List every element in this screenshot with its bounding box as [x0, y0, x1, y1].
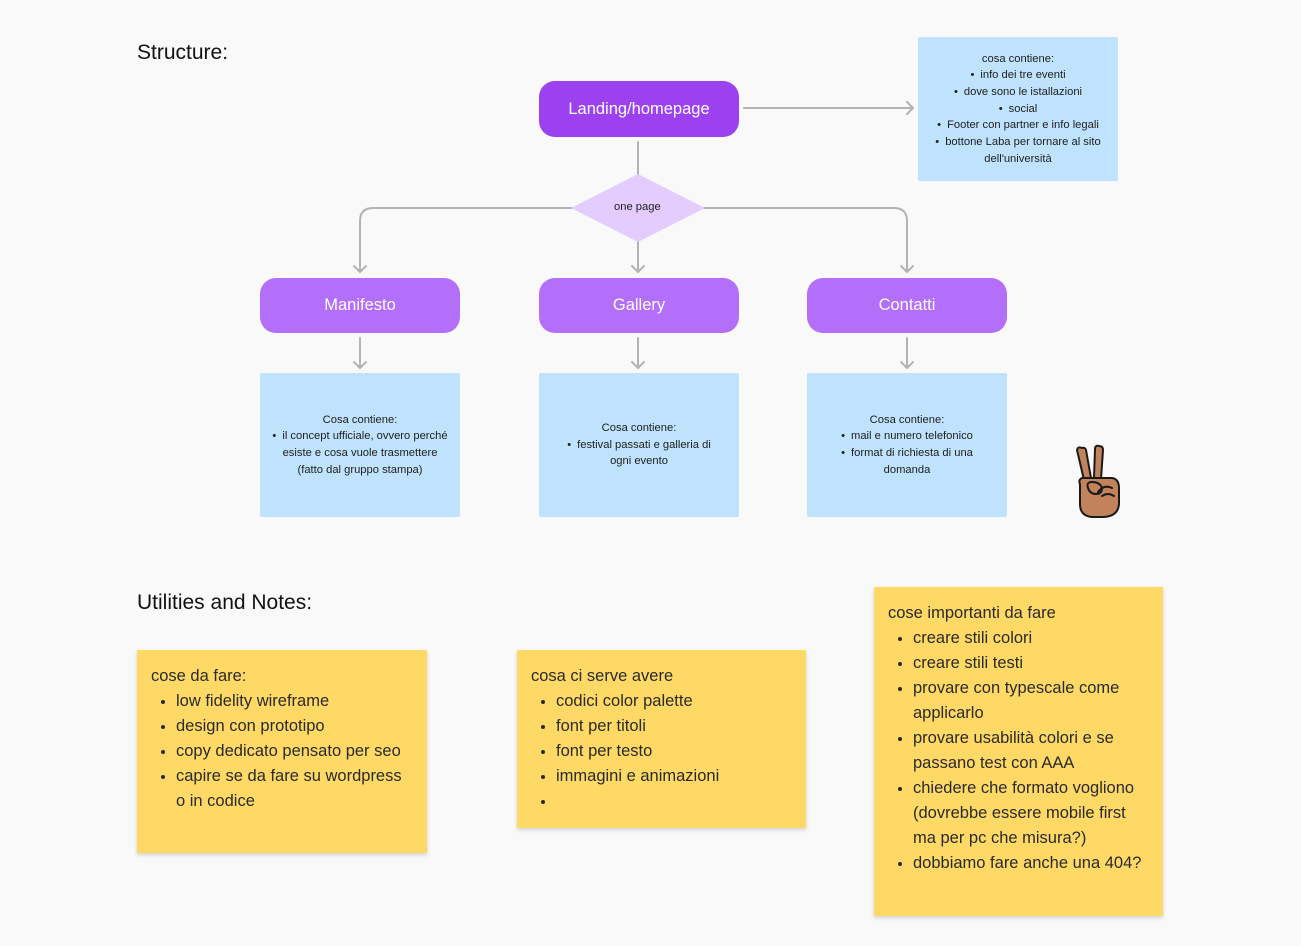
gallery-node[interactable]: Gallery	[539, 278, 739, 333]
manifesto-note-item: il concept ufficiale, ovvero perché esis…	[272, 428, 448, 478]
sticky-item: capire se da fare su wordpress o in codi…	[176, 764, 413, 814]
sticky-item: creare stili colori	[913, 626, 1149, 651]
arrowhead-contatti-note	[900, 361, 914, 369]
sticky-heading: cosa ci serve avere	[531, 667, 674, 685]
manifesto-note: Cosa contiene: il concept ufficiale, ovv…	[260, 373, 460, 517]
gallery-note-item: festival passati e galleria di ogni even…	[557, 437, 721, 470]
arrowhead-gallery-note	[631, 361, 645, 369]
contatti-note-item: mail e numero telefonico	[825, 428, 989, 445]
structure-title: Structure:	[137, 41, 229, 64]
connector-decision-to-manifesto	[359, 207, 576, 273]
sticky-item: low fidelity wireframe	[176, 689, 413, 714]
sticky-list: creare stili colori creare stili testi p…	[888, 626, 1149, 876]
sticky-item	[556, 789, 792, 814]
landing-note-list: info dei tre eventi dove sono le istalla…	[928, 67, 1108, 167]
contatti-note: Cosa contiene: mail e numero telefonico …	[807, 373, 1007, 517]
sticky-item: dobbiamo fare anche una 404?	[913, 851, 1149, 876]
sticky-item: provare usabilità colori e se passano te…	[913, 726, 1149, 776]
sticky-item: font per testo	[556, 739, 792, 764]
landing-note-item: Footer con partner e info legali	[928, 117, 1108, 134]
contatti-note-item: format di richiesta di una domanda	[825, 445, 989, 478]
arrowhead-gallery	[631, 265, 645, 273]
gallery-note: Cosa contiene: festival passati e galler…	[539, 373, 739, 517]
victory-hand-icon	[1076, 444, 1120, 518]
sticky-item: font per titoli	[556, 714, 792, 739]
arrowhead-landing-note	[906, 101, 914, 115]
landing-note-item-text: bottone Laba per tornare al sito dell'un…	[945, 136, 1101, 165]
landing-note: cosa contiene: info dei tre eventi dove …	[918, 37, 1118, 181]
contatti-note-list: mail e numero telefonico format di richi…	[825, 428, 989, 478]
connector-decision-to-contatti	[700, 207, 908, 273]
manifesto-note-list: il concept ufficiale, ovvero perché esis…	[272, 428, 448, 478]
landing-note-item: info dei tre eventi	[928, 67, 1108, 84]
decision-label: one page	[614, 201, 661, 213]
contatti-node[interactable]: Contatti	[807, 278, 1007, 333]
arrowhead-contatti	[900, 265, 914, 273]
gallery-note-heading: Cosa contiene:	[601, 421, 677, 434]
sticky-item: creare stili testi	[913, 651, 1149, 676]
sticky-note-important: cose importanti da fare creare stili col…	[874, 587, 1163, 916]
landing-note-heading: cosa contiene:	[981, 52, 1055, 65]
landing-homepage-node[interactable]: Landing/homepage	[539, 81, 739, 137]
notes-title: Utilities and Notes:	[137, 591, 313, 614]
landing-note-item: social	[928, 101, 1108, 118]
sticky-heading: cose da fare:	[151, 667, 247, 685]
sticky-list: low fidelity wireframe design con protot…	[151, 689, 413, 814]
sticky-list: codici color palette font per titoli fon…	[531, 689, 792, 814]
decision-diamond	[571, 174, 705, 242]
manifesto-node[interactable]: Manifesto	[260, 278, 460, 333]
landing-note-item: bottone Laba per tornare al sito dell'un…	[928, 134, 1108, 167]
landing-note-item: dove sono le istallazioni	[928, 84, 1108, 101]
sticky-item: immagini e animazioni	[556, 764, 792, 789]
sticky-item: codici color palette	[556, 689, 792, 714]
sticky-note-needs: cosa ci serve avere codici color palette…	[517, 650, 806, 828]
sticky-heading: cose importanti da fare	[888, 604, 1056, 622]
manifesto-note-heading: Cosa contiene:	[322, 413, 398, 426]
arrowhead-manifesto-note	[353, 361, 367, 369]
sticky-note-todo: cose da fare: low fidelity wireframe des…	[137, 650, 427, 853]
sticky-item: copy dedicato pensato per seo	[176, 739, 413, 764]
sticky-item: chiedere che formato vogliono (dovrebbe …	[913, 776, 1149, 851]
sticky-item: design con prototipo	[176, 714, 413, 739]
contatti-note-heading: Cosa contiene:	[869, 413, 945, 426]
gallery-note-list: festival passati e galleria di ogni even…	[557, 437, 721, 470]
sticky-item: provare con typescale come applicarlo	[913, 676, 1149, 726]
arrowhead-manifesto	[353, 265, 367, 273]
